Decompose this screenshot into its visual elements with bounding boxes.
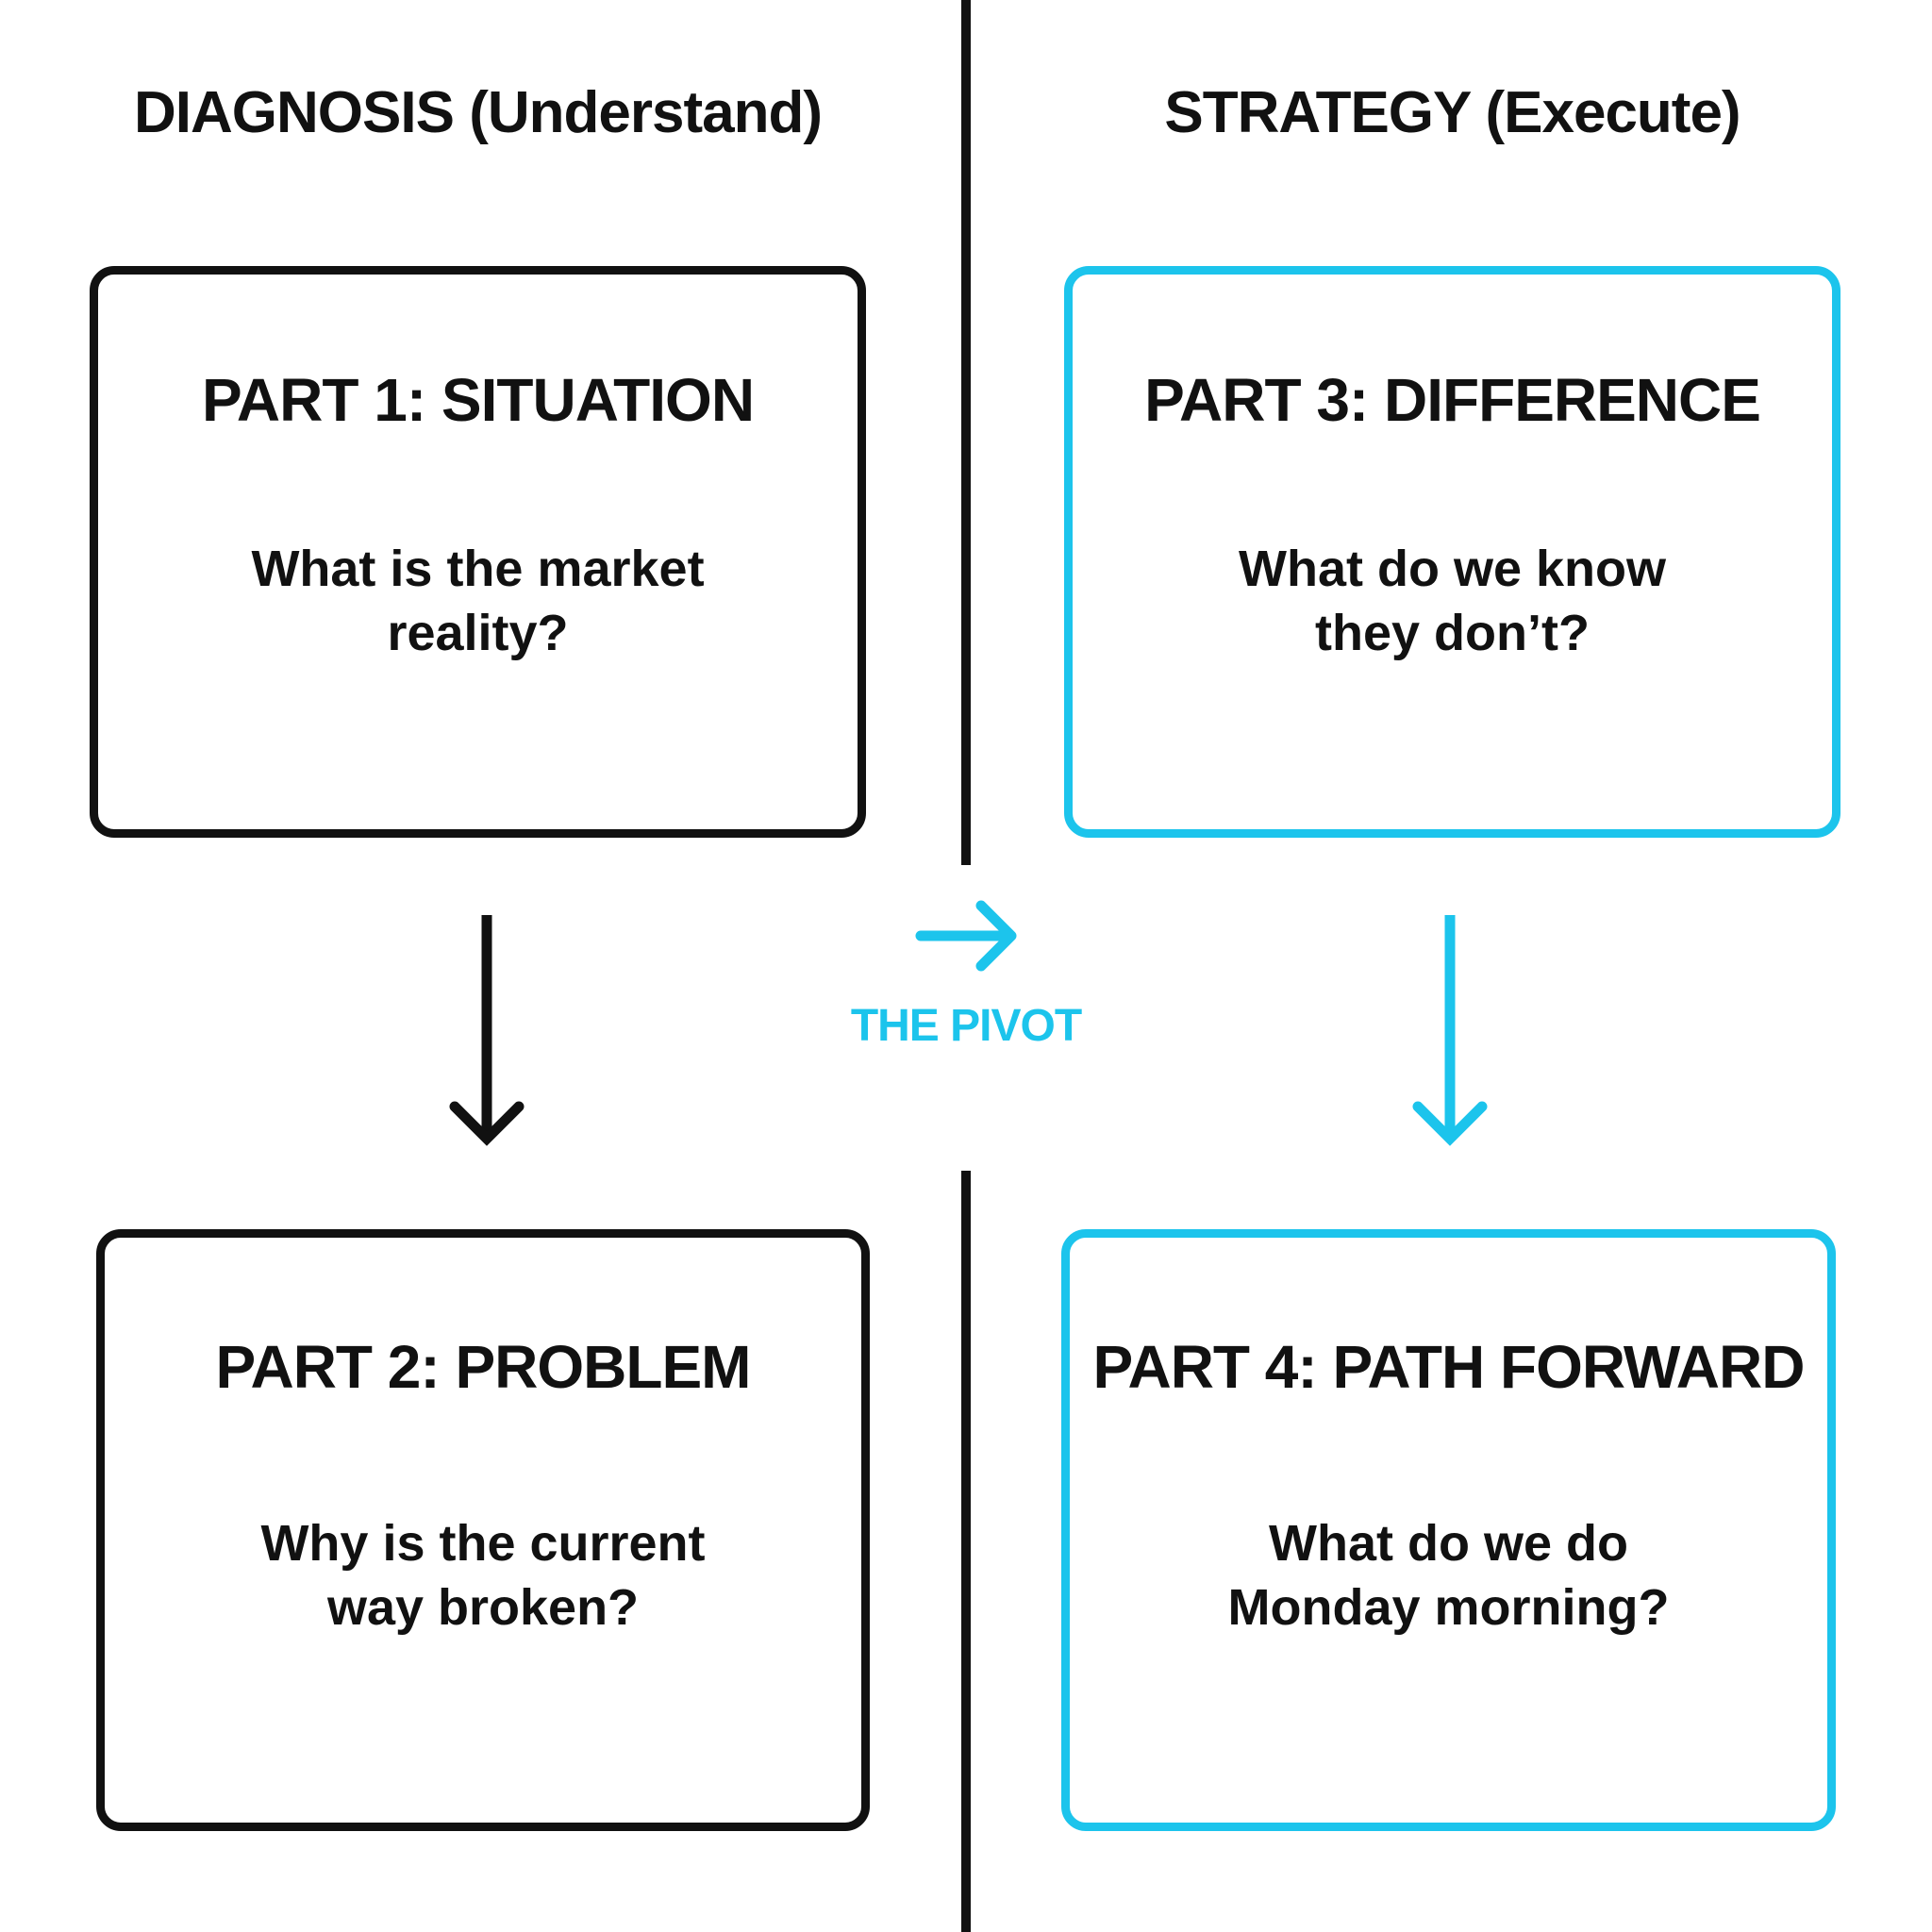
card-title: PART 4: PATH FORWARD — [1092, 1333, 1806, 1401]
card-title: PART 3: DIFFERENCE — [1144, 366, 1761, 434]
card-title: PART 1: SITUATION — [201, 366, 755, 434]
card-part-1-situation: PART 1: SITUATION What is the market rea… — [90, 266, 866, 838]
center-divider-bottom — [961, 1171, 971, 1932]
arrow-down-icon — [1412, 915, 1488, 1146]
arrow-right-icon — [915, 900, 1017, 972]
question-line-1: Why is the current — [260, 1515, 706, 1572]
question-line-1: What do we do — [1269, 1515, 1628, 1572]
card-question: What do we know they don’t? — [1110, 537, 1794, 665]
question-line-2: way broken? — [326, 1579, 640, 1636]
card-part-4-path-forward: PART 4: PATH FORWARD What do we do Monda… — [1061, 1229, 1836, 1831]
center-divider-top — [961, 0, 971, 865]
card-part-3-difference: PART 3: DIFFERENCE What do we know they … — [1064, 266, 1840, 838]
question-line-2: reality? — [387, 605, 569, 661]
card-question: What do we do Monday morning? — [1108, 1511, 1790, 1640]
card-part-2-problem: PART 2: PROBLEM Why is the current way b… — [96, 1229, 870, 1831]
strategy-header: STRATEGY (Execute) — [1164, 80, 1740, 145]
card-question: Why is the current way broken? — [142, 1511, 824, 1640]
card-question: What is the market reality? — [136, 537, 820, 665]
question-line-1: What is the market — [251, 541, 705, 597]
arrow-down-icon — [449, 915, 525, 1146]
diagnosis-header: DIAGNOSIS (Understand) — [134, 80, 823, 145]
question-line-1: What do we know — [1239, 541, 1666, 597]
card-title: PART 2: PROBLEM — [215, 1333, 752, 1401]
pivot-label: THE PIVOT — [850, 1001, 1082, 1051]
question-line-2: Monday morning? — [1227, 1579, 1670, 1636]
question-line-2: they don’t? — [1315, 605, 1590, 661]
